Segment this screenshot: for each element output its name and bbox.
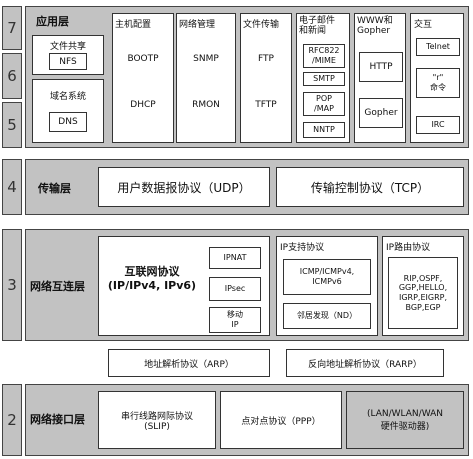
- bootp-label: BOOTP: [127, 54, 159, 64]
- layer-number-7: 7: [2, 6, 22, 50]
- arp-box: 地址解析协议（ARP）: [108, 349, 270, 377]
- interaction-title: 交互: [414, 20, 433, 30]
- application-layer-title: 应用层: [36, 15, 69, 28]
- email-news-box: 电子邮件 和新闻 RFC822 /MIME SMTP POP /MAP NNTP: [296, 13, 350, 143]
- mobile-ip-box: 移动 IP: [209, 307, 261, 333]
- routing-list-box: RIP,OSPF, GGP,HELLO, IGRP,EIGRP, BGP,EGP: [388, 257, 458, 329]
- irc-box: IRC: [416, 116, 460, 134]
- ip-routing-box: IP路由协议 RIP,OSPF, GGP,HELLO, IGRP,EIGRP, …: [382, 236, 464, 336]
- ipsec-box: IPsec: [209, 277, 261, 301]
- ip-support-box: IP支持协议 ICMP/ICMPv4, ICMPv6 邻居发现（ND）: [276, 236, 378, 336]
- layer-number-5: 5: [2, 102, 22, 148]
- dhcp-label: DHCP: [130, 100, 156, 110]
- network-layer-title: 网络互连层: [30, 280, 85, 293]
- transport-layer-title: 传输层: [38, 182, 71, 195]
- dns-box: 域名系统 DNS: [32, 79, 104, 143]
- nntp-box: NNTP: [303, 122, 345, 138]
- ip-routing-title: IP路由协议: [386, 243, 431, 253]
- layer-number-6: 6: [2, 53, 22, 99]
- ip-box: 互联网协议 (IP/IPv4, IPv6) IPNAT IPsec 移动 IP: [98, 236, 270, 336]
- application-layer: 应用层 文件共享 NFS 域名系统 DNS 主机配置 BOOTP DHCP 网络…: [25, 6, 469, 148]
- pop-imap-box: POP /MAP: [303, 92, 345, 116]
- transport-layer: 传输层 用户数据报协议（UDP） 传输控制协议（TCP）: [25, 159, 469, 215]
- net-mgmt-box: 网络管理 SNMP RMON: [176, 13, 236, 143]
- nfs-box: NFS: [49, 53, 87, 70]
- email-news-title: 电子邮件 和新闻: [299, 16, 336, 37]
- host-config-title: 主机配置: [115, 20, 152, 30]
- file-transfer-title: 文件传输: [243, 20, 280, 30]
- ip-support-title: IP支持协议: [280, 243, 325, 253]
- hardware-drivers-box: (LAN/WLAN/WAN 硬件驱动器): [346, 391, 464, 449]
- rmon-label: RMON: [192, 100, 220, 110]
- slip-box: 串行线路网际协议 (SLIP): [98, 391, 216, 449]
- link-layer-title: 网络接口层: [30, 413, 85, 426]
- www-gopher-box: WWW和 Gopher HTTP Gopher: [354, 13, 406, 143]
- rfc822-mime-box: RFC822 /MIME: [303, 44, 345, 68]
- r-commands-box: "r" 命令: [416, 68, 460, 98]
- net-mgmt-title: 网络管理: [179, 20, 216, 30]
- nd-box: 邻居发现（ND）: [283, 303, 371, 329]
- host-config-box: 主机配置 BOOTP DHCP: [112, 13, 174, 143]
- tcp-box: 传输控制协议（TCP）: [276, 167, 464, 207]
- file-sharing-title: 文件共享: [49, 42, 86, 52]
- layer-number-4: 4: [2, 159, 22, 215]
- snmp-label: SNMP: [193, 54, 219, 64]
- www-gopher-title: WWW和 Gopher: [357, 16, 393, 37]
- interaction-box: 交互 Telnet "r" 命令 IRC: [410, 13, 464, 143]
- udp-box: 用户数据报协议（UDP）: [98, 167, 270, 207]
- layer-number-3: 3: [2, 229, 22, 341]
- file-sharing-box: 文件共享 NFS: [32, 35, 104, 75]
- tftp-label: TFTP: [255, 100, 277, 110]
- dns-title: 域名系统: [49, 92, 86, 102]
- layer-number-2: 2: [2, 384, 22, 456]
- link-layer: 网络接口层 串行线路网际协议 (SLIP) 点对点协议（PPP） (LAN/WL…: [25, 384, 469, 456]
- ip-title: 互联网协议 (IP/IPv4, IPv6): [107, 265, 197, 293]
- smtp-box: SMTP: [303, 72, 345, 86]
- file-transfer-box: 文件传输 FTP TFTP: [240, 13, 292, 143]
- http-box: HTTP: [359, 52, 403, 82]
- icmp-box: ICMP/ICMPv4, ICMPv6: [283, 259, 371, 295]
- ftp-label: FTP: [258, 54, 274, 64]
- ppp-box: 点对点协议（PPP）: [220, 391, 342, 449]
- telnet-box: Telnet: [416, 38, 460, 56]
- network-layer: 网络互连层 互联网协议 (IP/IPv4, IPv6) IPNAT IPsec …: [25, 229, 469, 341]
- rarp-box: 反向地址解析协议（RARP）: [286, 349, 444, 377]
- ipnat-box: IPNAT: [209, 247, 261, 269]
- dns-item: DNS: [49, 112, 87, 132]
- gopher-box: Gopher: [359, 98, 403, 128]
